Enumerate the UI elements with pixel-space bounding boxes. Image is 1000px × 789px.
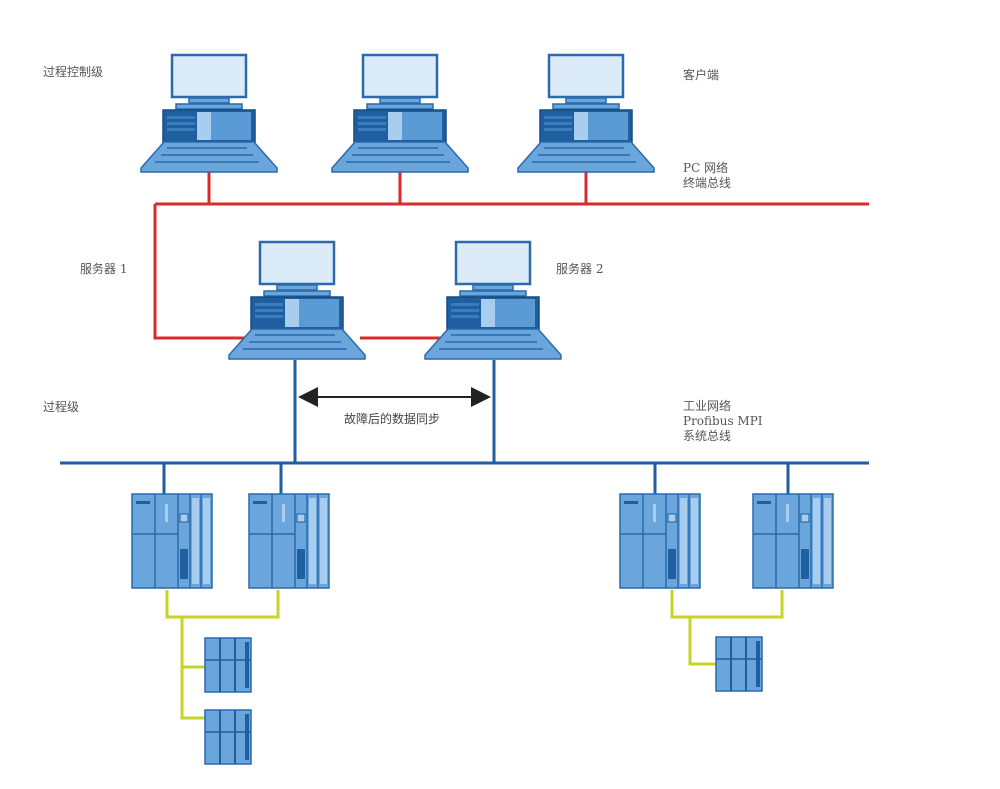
clients-label: 客户端 [683, 68, 720, 82]
io-module-2[interactable] [204, 709, 252, 765]
pc-network-line1: PC 网络 [683, 161, 729, 175]
sync-label: 故障后的数据同步 [344, 412, 441, 426]
plc-1[interactable] [131, 493, 213, 589]
client-pc-1[interactable] [139, 53, 279, 174]
server1-label: 服务器 1 [80, 262, 128, 276]
industrial-network-line2: Profibus MPI [683, 414, 763, 428]
client-pc-2[interactable] [330, 53, 470, 174]
industrial-network-line3: 系统总线 [683, 429, 732, 443]
server-pc-1[interactable] [227, 240, 367, 361]
field-bus [165, 590, 784, 720]
server-pc-2[interactable] [423, 240, 563, 361]
industrial-network-label: 工业网络 Profibus MPI 系统总线 [683, 399, 763, 444]
plc-4[interactable] [752, 493, 834, 589]
client-pc-3[interactable] [516, 53, 656, 174]
io-module-3[interactable] [715, 636, 763, 692]
pc-network-label: PC 网络 终端总线 [683, 161, 731, 191]
process-level-label: 过程级 [43, 400, 80, 414]
server2-label: 服务器 2 [556, 262, 604, 276]
industrial-network-line1: 工业网络 [683, 399, 732, 413]
terminal-bus [153, 172, 869, 340]
system-bus [60, 360, 869, 494]
process-control-level-label: 过程控制级 [43, 65, 104, 79]
plc-3[interactable] [619, 493, 701, 589]
pc-network-line2: 终端总线 [683, 176, 732, 190]
plc-2[interactable] [248, 493, 330, 589]
io-module-1[interactable] [204, 637, 252, 693]
